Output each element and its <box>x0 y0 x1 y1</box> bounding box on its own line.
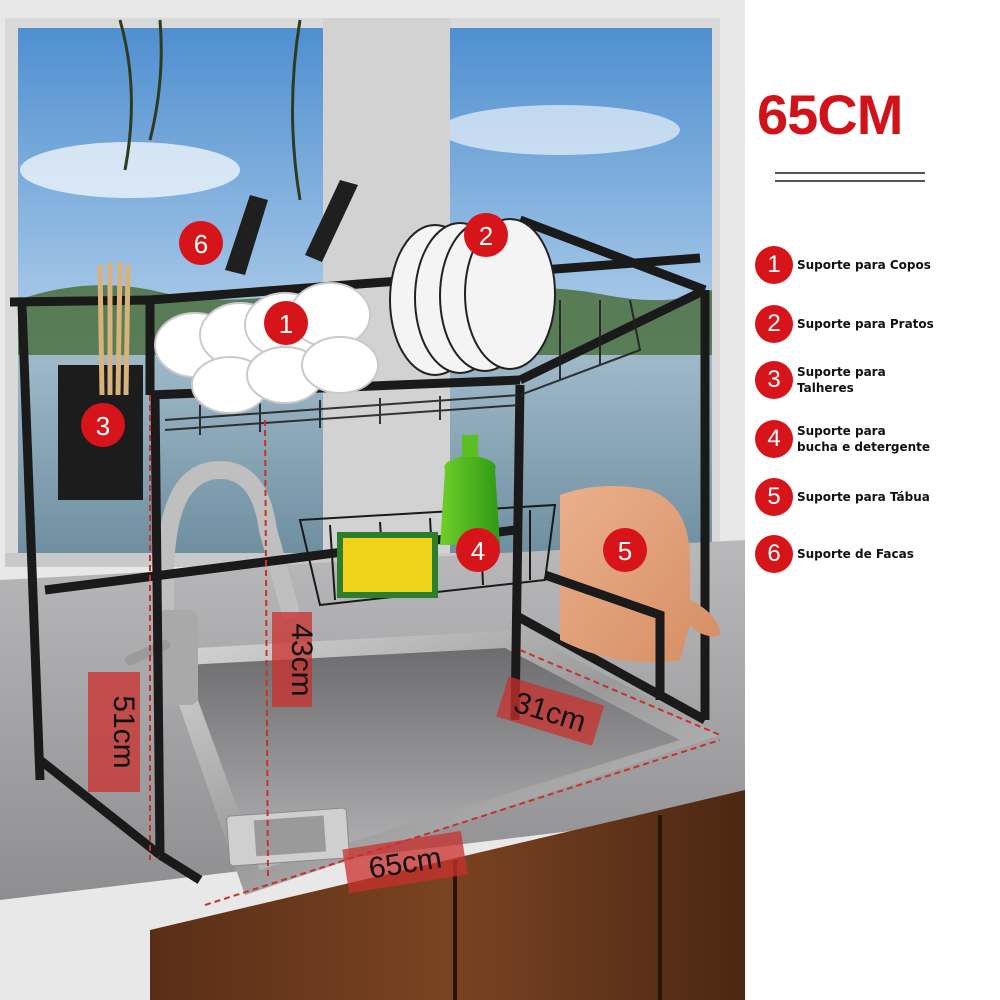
legend-number: 4 <box>755 420 793 458</box>
legend-number: 2 <box>755 305 793 343</box>
title-divider-2 <box>775 180 925 182</box>
marker-3: 3 <box>81 403 125 447</box>
faucet <box>156 460 299 699</box>
size-title: 65CM <box>757 83 903 146</box>
legend-label: Suporte para Talheres <box>797 365 886 395</box>
legend-label: Suporte para Copos <box>797 258 931 272</box>
bowls <box>154 282 379 414</box>
legend-label: Suporte para Tábua <box>797 490 930 504</box>
legend-number: 1 <box>755 246 793 284</box>
dimension-height-upper: 43cm <box>285 623 318 696</box>
cabinet <box>150 790 745 1000</box>
marker-1: 1 <box>264 301 308 345</box>
svg-text:2: 2 <box>479 221 493 251</box>
legend-label: Suporte para bucha e detergente <box>797 424 931 454</box>
legend-item-1: 1 Suporte para Copos <box>755 246 1000 284</box>
legend-item-2: 2 Suporte para Pratos <box>755 305 1000 343</box>
legend-item-5: 5 Suporte para Tábua <box>755 478 1000 516</box>
svg-text:5: 5 <box>618 536 632 566</box>
svg-text:3: 3 <box>96 411 110 441</box>
marker-6: 6 <box>179 221 223 265</box>
marker-4: 4 <box>456 528 500 572</box>
kitchen-photo: 51cm 43cm 31cm 65cm 1 2 3 4 <box>0 0 745 1000</box>
legend-number: 3 <box>755 361 793 399</box>
dimension-height-total: 51cm <box>107 695 140 768</box>
svg-text:4: 4 <box>471 536 485 566</box>
legend-label: Suporte para Pratos <box>797 317 934 331</box>
legend-item-6: 6 Suporte de Facas <box>755 535 1000 573</box>
soap-bottle <box>440 455 500 545</box>
cutting-board <box>560 486 720 663</box>
knives <box>225 180 358 275</box>
legend-item-4: 4 Suporte para bucha e detergente <box>755 420 1000 458</box>
chopsticks <box>97 261 131 396</box>
marker-2: 2 <box>464 213 508 257</box>
legend-label: Suporte de Facas <box>797 547 914 561</box>
legend-number: 5 <box>755 478 793 516</box>
svg-text:1: 1 <box>279 309 293 339</box>
legend-number: 6 <box>755 535 793 573</box>
svg-text:6: 6 <box>194 229 208 259</box>
title-divider <box>775 172 925 174</box>
dimension-lines <box>149 395 721 906</box>
legend-item-3: 3 Suporte para Talheres <box>755 361 1000 399</box>
marker-5: 5 <box>603 528 647 572</box>
sponge <box>337 532 438 598</box>
